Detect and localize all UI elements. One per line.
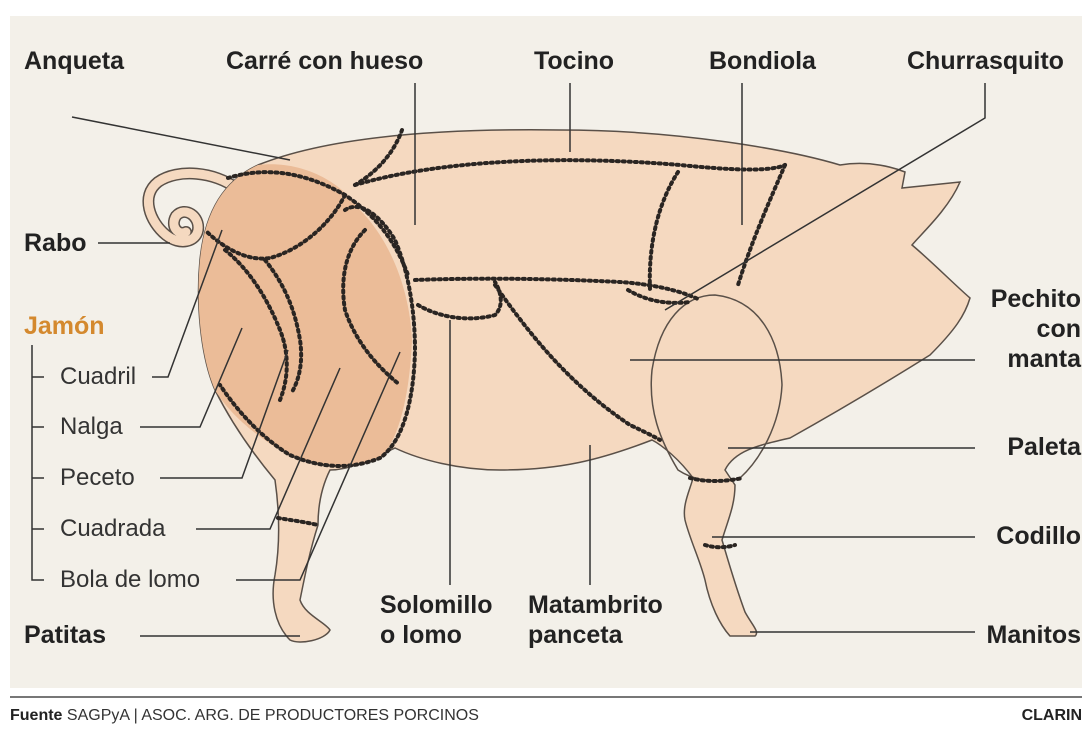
footer-divider	[10, 696, 1082, 698]
label-rabo: Rabo	[24, 229, 87, 257]
label-matambrito-line1: Matambrito	[528, 591, 663, 619]
label-nalga: Nalga	[60, 413, 123, 440]
label-cuadril: Cuadril	[60, 363, 137, 390]
footer: Fuente SAGPyA | ASOC. ARG. DE PRODUCTORE…	[10, 706, 1082, 726]
footer-credit: CLARIN	[1021, 707, 1082, 724]
label-codillo: Codillo	[996, 522, 1081, 550]
cut-lines	[203, 128, 787, 550]
label-solomillo-line1: Solomillo	[380, 591, 493, 619]
footer-source-text: SAGPyA | ASOC. ARG. DE PRODUCTORES PORCI…	[66, 707, 479, 724]
label-cuadrada: Cuadrada	[60, 515, 166, 542]
tail-fill	[144, 168, 241, 246]
label-tocino: Tocino	[534, 47, 615, 75]
label-paleta: Paleta	[1007, 433, 1081, 461]
label-anqueta: Anqueta	[24, 47, 124, 75]
label-matambrito-line2: panceta	[528, 621, 623, 649]
label-churrasquito: Churrasquito	[907, 47, 1064, 75]
label-manitos: Manitos	[986, 621, 1081, 649]
label-carre-con-hueso: Carré con hueso	[226, 47, 424, 75]
label-solomillo-line2: o lomo	[380, 621, 462, 649]
label-pechito-line1: Pechito	[990, 285, 1081, 313]
label-pechito-line2: con	[1036, 315, 1081, 343]
label-peceto: Peceto	[60, 464, 135, 491]
label-bola-de-lomo: Bola de lomo	[60, 566, 201, 593]
leader-lines	[31, 83, 986, 637]
label-pechito-line3: manta	[1007, 345, 1081, 373]
footer-source-label: Fuente	[10, 707, 63, 724]
label-bondiola: Bondiola	[709, 47, 816, 75]
label-patitas: Patitas	[24, 621, 106, 649]
label-jamon: Jamón	[24, 312, 105, 340]
